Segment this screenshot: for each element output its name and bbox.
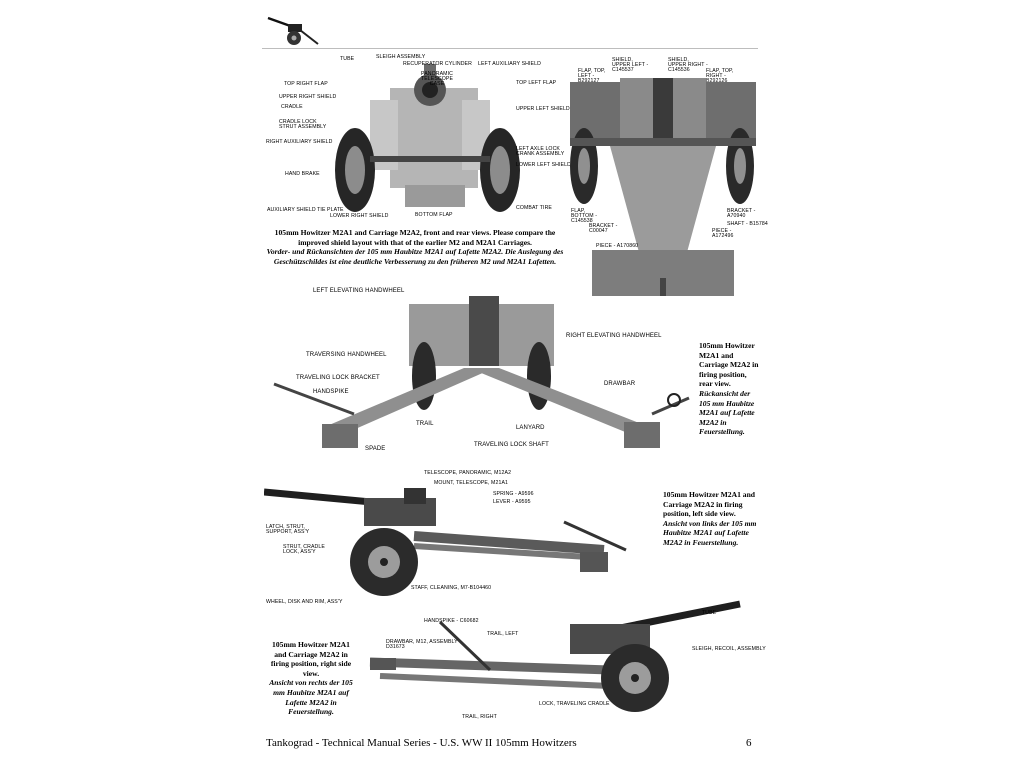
figure3-caption: 105mm Howitzer M2A1 and Carriage M2A2 in…	[663, 490, 759, 548]
label-top-left-flap: TOP LEFT FLAP	[516, 80, 557, 86]
label-bracket-c00047: BRACKET - C00047	[589, 223, 618, 235]
firing-rear-view-photo	[264, 296, 694, 464]
label-left-axle-lock: LEFT AXLE LOCK CRANK ASSEMBLY	[516, 146, 565, 158]
label-latch-strut-support: LATCH, STRUT, SUPPORT, ASS'Y	[266, 524, 310, 536]
label-mount-telescope: MOUNT, TELESCOPE, M21A1	[434, 480, 508, 486]
page-number: 6	[746, 737, 752, 749]
howitzer-thumbnail-icon	[267, 16, 319, 45]
label-bracket-a70940: BRACKET - A70940	[727, 208, 756, 220]
label-spade: SPADE	[365, 446, 386, 452]
figure2-caption-en: 105mm Howitzer M2A1 and Carriage M2A2 in…	[699, 341, 759, 389]
label-traveling-lock-shaft: TRAVELING LOCK SHAFT	[474, 442, 549, 448]
label-right-elevating-handwheel: RIGHT ELEVATING HANDWHEEL	[566, 333, 662, 339]
label-staff-cleaning: STAFF, CLEANING, M7-B104460	[411, 585, 492, 591]
label-bottom-flap: BOTTOM FLAP	[415, 212, 453, 218]
label-spring-a9596: SPRING - A9596	[493, 491, 534, 497]
figure3-caption-en: 105mm Howitzer M2A1 and Carriage M2A2 in…	[663, 490, 756, 519]
label-upper-left-shield: UPPER LEFT SHIELD	[516, 106, 570, 112]
label-panoramic-telescope-case: PANORAMIC TELESCOPE CASE	[420, 71, 454, 88]
right-side-view-photo	[360, 600, 756, 718]
label-tube: TUBE	[340, 56, 355, 62]
label-aux-shield-tie-plate: AUXILIARY SHIELD TIE PLATE	[267, 207, 344, 213]
label-hand-brake: HAND BRAKE	[285, 171, 320, 177]
label-lower-right-shield: LOWER RIGHT SHIELD	[330, 213, 389, 219]
label-lock-traveling-cradle: LOCK, TRAVELING CRADLE	[539, 701, 610, 707]
label-piece-a172496: PIECE - A172496	[712, 228, 734, 240]
label-flap-top-right: FLAP, TOP, RIGHT - B292126	[706, 68, 734, 85]
label-traversing-handwheel: TRAVERSING HANDWHEEL	[306, 352, 387, 358]
label-wheel-disk-rim: WHEEL, DISK AND RIM, ASS'Y	[266, 599, 343, 605]
label-piece-a170860: PIECE - A170860	[596, 243, 639, 249]
label-handspike-c60682: HANDSPIKE - C60682	[424, 618, 479, 624]
label-trail: TRAIL	[416, 421, 434, 427]
figure4-caption-de: Ansicht von rechts der 105 mm Haubitze M…	[269, 678, 353, 717]
label-sleigh-recoil: SLEIGH, RECOIL, ASSEMBLY	[692, 646, 766, 652]
figure2-caption: 105mm Howitzer M2A1 and Carriage M2A2 in…	[699, 341, 759, 437]
label-strut-cradle-lock: STRUT, CRADLE LOCK, ASS'Y	[283, 544, 325, 556]
front-view-photo	[330, 60, 530, 225]
figure4-caption-en: 105mm Howitzer M2A1 and Carriage M2A2 in…	[270, 640, 352, 678]
label-right-auxiliary-shield: RIGHT AUXILIARY SHIELD	[266, 139, 333, 145]
label-shaft-b15784: SHAFT - B15784	[727, 221, 768, 227]
label-left-auxiliary-shield: LEFT AUXILIARY SHIELD	[478, 61, 541, 67]
label-lanyard: LANYARD	[516, 425, 545, 431]
label-drawbar: DRAWBAR	[604, 381, 636, 387]
label-flap-top-left: FLAP, TOP, LEFT - B292127	[578, 68, 606, 85]
label-lever-a9595: LEVER - A9595	[493, 499, 531, 505]
label-traveling-lock-bracket: TRAVELING LOCK BRACKET	[296, 375, 380, 381]
figure2-caption-de: Rückansicht der 105 mm Haubitze M2A1 auf…	[699, 388, 755, 437]
label-cradle: CRADLE	[281, 104, 303, 110]
label-telescope-panoramic: TELESCOPE, PANORAMIC, M12A2	[424, 470, 512, 476]
label-upper-right-shield: UPPER RIGHT SHIELD	[279, 94, 337, 100]
rear-view-photo	[570, 78, 756, 328]
label-lower-left-shield: LOWER LEFT SHIELD	[516, 162, 571, 168]
label-tube-right: TUBE	[702, 610, 717, 616]
header-rule	[262, 48, 758, 49]
figure3-caption-de: Ansicht von links der 105 mm Haubitze M2…	[663, 518, 757, 547]
label-flap-bottom: FLAP, BOTTOM - C145538	[571, 208, 598, 225]
figure1-caption-en: 105mm Howitzer M2A1 and Carriage M2A2, f…	[274, 228, 556, 247]
label-combat-tire: COMBAT TIRE	[516, 205, 552, 211]
label-top-right-flap: TOP RIGHT FLAP	[284, 81, 328, 87]
footer-series-title: Tankograd - Technical Manual Series - U.…	[266, 737, 577, 749]
label-trail-right: TRAIL, RIGHT	[462, 714, 497, 720]
label-left-elevating-handwheel: LEFT ELEVATING HANDWHEEL	[313, 288, 405, 294]
label-sleigh-assembly: SLEIGH ASSEMBLY	[376, 54, 426, 60]
left-side-view-photo	[264, 480, 658, 598]
label-shield-upper-left: SHIELD, UPPER LEFT - C145537	[612, 57, 649, 74]
label-recuperator-cylinder: RECUPERATOR CYLINDER	[403, 61, 472, 67]
figure1-caption: 105mm Howitzer M2A1 and Carriage M2A2, f…	[262, 228, 568, 266]
label-drawbar-m12: DRAWBAR, M12, ASSEMBLY D31673	[386, 639, 458, 651]
label-cradle-lock-strut: CRADLE LOCK STRUT ASSEMBLY	[279, 119, 327, 131]
label-shield-upper-right: SHIELD, UPPER RIGHT - C145536	[668, 57, 708, 74]
figure1-caption-de: Vorder- und Rückansichten der 105 mm Hau…	[266, 247, 564, 266]
figure4-caption: 105mm Howitzer M2A1 and Carriage M2A2 in…	[266, 640, 356, 717]
label-handspike: HANDSPIKE	[313, 389, 349, 395]
label-trail-left: TRAIL, LEFT	[487, 631, 519, 637]
